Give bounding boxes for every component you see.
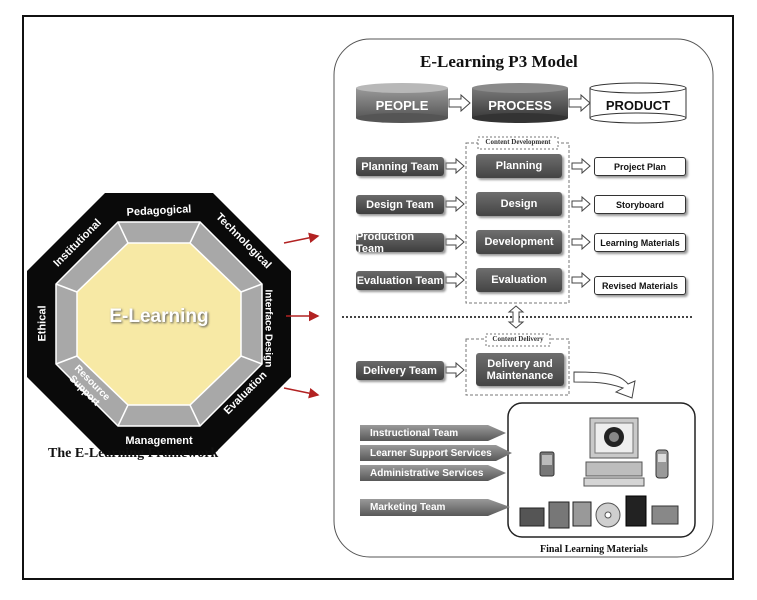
process-design: Design <box>476 192 562 216</box>
output-revised-materials: Revised Materials <box>594 276 686 295</box>
row-arrows <box>445 157 591 379</box>
arrow-to-delivery <box>283 387 320 399</box>
content-delivery-label: Content Delivery <box>492 335 544 343</box>
computer-icon <box>583 417 645 487</box>
design-team: Design Team <box>356 195 444 214</box>
dimension-management: Management <box>125 435 193 447</box>
pda-icon <box>539 451 555 477</box>
planning-team: Planning Team <box>356 157 444 176</box>
output-project-plan: Project Plan <box>594 157 686 176</box>
arrow-to-development <box>283 232 320 244</box>
administrative-services: Administrative Services <box>370 467 484 479</box>
process-planning: Planning <box>476 154 562 178</box>
process-delivery: Delivery and Maintenance <box>476 353 564 386</box>
product-label: PRODUCT <box>605 97 671 113</box>
process-evaluation: Evaluation <box>476 268 562 292</box>
media-icons <box>519 495 679 529</box>
octagon-core <box>76 242 242 406</box>
output-learning-materials: Learning Materials <box>594 233 686 252</box>
p3-model-title: E-Learning P3 Model <box>420 52 578 71</box>
phone-icon <box>655 449 669 479</box>
production-team: Production Team <box>356 231 444 255</box>
evaluation-team: Evaluation Team <box>356 271 444 290</box>
support-bars <box>360 425 512 516</box>
people-cylinder <box>356 83 448 123</box>
instructional-team: Instructional Team <box>370 427 459 439</box>
product-cylinder <box>589 82 687 124</box>
content-delivery-tab <box>485 333 551 347</box>
delivery-team: Delivery Team <box>356 361 444 380</box>
learner-support-services: Learner Support Services <box>370 447 492 459</box>
output-storyboard: Storyboard <box>594 195 686 214</box>
ppp-arrows <box>448 93 591 113</box>
framework-center-label: E-Learning <box>109 306 209 327</box>
final-materials-label: Final Learning Materials <box>540 544 648 555</box>
content-development-label: Content Development <box>485 138 551 146</box>
people-label: PEOPLE <box>375 97 429 113</box>
content-development-tab <box>477 136 559 150</box>
figure-frame <box>22 15 734 580</box>
process-label: PROCESS <box>488 97 552 113</box>
marketing-team: Marketing Team <box>370 502 446 513</box>
vertical-double-arrow <box>507 305 525 329</box>
p3-model-outline <box>333 38 714 558</box>
octagon-ring-dividers <box>55 221 263 427</box>
framework-caption: The E-Learning Framework <box>48 446 219 461</box>
process-development: Development <box>476 230 562 254</box>
curved-arrow <box>573 371 636 399</box>
process-cylinder <box>472 83 568 123</box>
